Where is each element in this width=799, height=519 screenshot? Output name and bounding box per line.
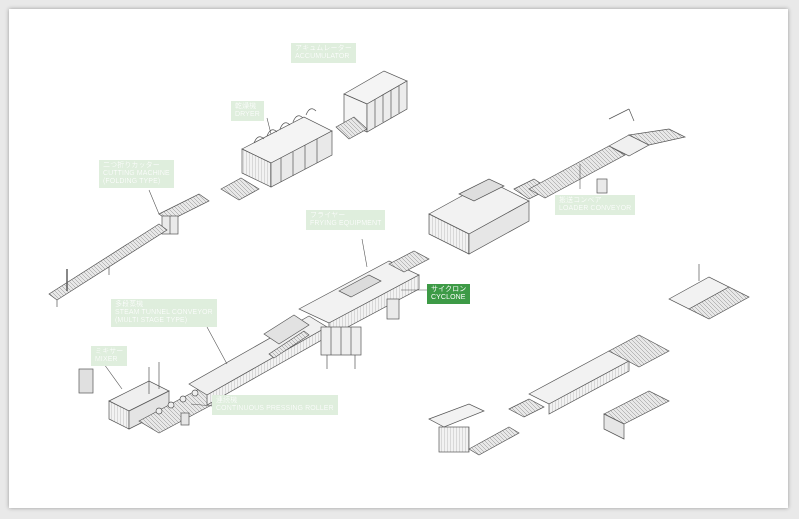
label-loader-en: LOADER CONVEYOR (559, 205, 632, 212)
label-cyclone-en: CYCLONE (431, 294, 466, 301)
label-dryer: 乾燥機 DRYER (231, 101, 264, 121)
diagram-frame: アキュムレーター ACCUMULATOR 乾燥機 DRYER 二つ折りカッター … (9, 9, 788, 508)
label-cyclone-jp: サイクロン (431, 286, 467, 293)
mixer-machine (78, 362, 170, 430)
bottom-right-line (508, 334, 670, 418)
long-conveyor-left (48, 223, 168, 307)
cutting-machine (158, 193, 210, 235)
label-steam-en: STEAM TUNNEL CONVEYOR (115, 309, 213, 316)
label-loader-conveyor: 搬送コンベア LOADER CONVEYOR (555, 195, 636, 215)
label-roller-en: CONTINUOUS PRESSING ROLLER (216, 405, 334, 412)
label-dryer-en: DRYER (235, 111, 260, 118)
loader-conveyor (528, 108, 687, 199)
label-fryer-en: FRYING EQUIPMENT (310, 220, 382, 227)
label-steam-en2: (MULTI STAGE TYPE) (115, 317, 188, 324)
label-accumulator: アキュムレーター ACCUMULATOR (291, 43, 356, 63)
label-cyclone: サイクロン CYCLONE (427, 284, 471, 304)
cyclone-unit (320, 298, 400, 369)
leader-lines (103, 117, 581, 407)
label-cutting-machine: 二つ折りカッター CUTTING MACHINE (FOLDING TYPE) (99, 160, 174, 188)
accumulator-machine (335, 70, 408, 140)
label-loader-jp: 搬送コンベア (559, 197, 602, 204)
label-cutting-en2: (FOLDING TYPE) (103, 178, 161, 185)
dryer-machine (220, 108, 333, 201)
label-dryer-jp: 乾燥機 (235, 103, 257, 110)
label-mixer-jp: ミキサー (95, 348, 124, 355)
label-frying-equipment: フライヤー FRYING EQUIPMENT (306, 210, 386, 230)
label-cutting-jp: 二つ折りカッター (103, 162, 160, 169)
continuous-pressing-roller (138, 388, 220, 434)
label-continuous-pressing-roller: 連続機 CONTINUOUS PRESSING ROLLER (212, 395, 338, 415)
bottom-right-upper-unit (668, 264, 750, 320)
label-fryer-jp: フライヤー (310, 212, 346, 219)
label-cutting-en: CUTTING MACHINE (103, 170, 170, 177)
production-line-illustration (48, 70, 750, 456)
label-mixer-en: MIXER (95, 356, 118, 363)
label-steam-tunnel-conveyor: 多段蒸機 STEAM TUNNEL CONVEYOR (MULTI STAGE … (111, 299, 217, 327)
label-accumulator-jp: アキュムレーター (295, 45, 352, 52)
label-accumulator-en: ACCUMULATOR (295, 53, 350, 60)
bottom-left-unit (428, 403, 520, 456)
label-roller-jp: 連続機 (216, 397, 238, 404)
label-mixer: ミキサー MIXER (91, 346, 128, 366)
label-steam-jp: 多段蒸機 (115, 301, 144, 308)
bottom-center-unit (603, 390, 670, 440)
steam-tunnel-conveyor (188, 314, 328, 406)
